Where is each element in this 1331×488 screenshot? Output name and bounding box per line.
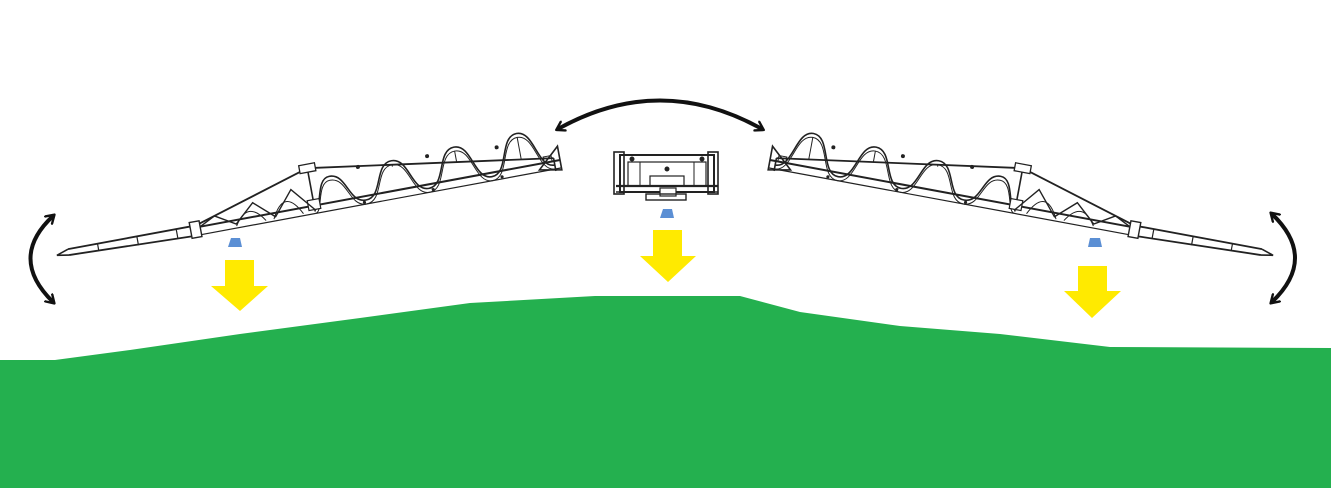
down-arrow-icon [211, 260, 268, 311]
spray-nozzle-icon [660, 209, 674, 218]
down-arrow-icon [1064, 266, 1121, 318]
down-arrow-icon [640, 230, 696, 282]
center-section [613, 151, 719, 201]
ground-contour [0, 296, 1331, 488]
spray-nozzle-icon [1088, 238, 1102, 247]
curved-double-arrow-icon [1272, 214, 1297, 302]
spray-nozzle-icon [228, 238, 242, 247]
left-boom-wing [47, 117, 563, 265]
curved-double-arrow-icon [28, 216, 54, 302]
curved-double-arrow-icon [558, 98, 762, 130]
right-boom-wing [767, 117, 1283, 265]
